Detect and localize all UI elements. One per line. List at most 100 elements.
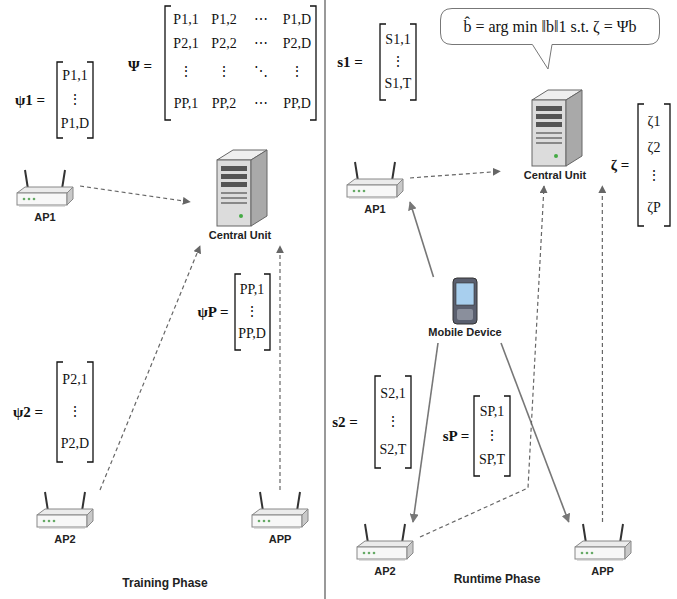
report-arrow bbox=[420, 186, 544, 537]
matrix-entry: S2,1 bbox=[380, 386, 405, 401]
signal-arrow bbox=[413, 343, 438, 522]
node-label: Central Unit bbox=[500, 168, 610, 182]
vector-symbol: ζ = bbox=[611, 157, 630, 174]
matrix-entry: ⋱ bbox=[254, 64, 268, 79]
matrix-entry: PP,1 bbox=[240, 282, 265, 297]
bracket bbox=[474, 396, 510, 476]
matrix-entry: ζ2 bbox=[648, 140, 661, 155]
report-arrow bbox=[279, 246, 280, 490]
access-point-symbol bbox=[347, 162, 403, 198]
signal-arrow bbox=[410, 202, 434, 277]
node-label: APP bbox=[245, 532, 315, 546]
access-point-icon bbox=[35, 490, 95, 532]
vector-symbol: ψP = bbox=[198, 304, 229, 321]
access-point: AP1 bbox=[340, 160, 410, 220]
phase-title: Training Phase bbox=[122, 577, 207, 590]
central-unit-symbol bbox=[217, 150, 267, 226]
phase-title: Runtime Phase bbox=[454, 573, 541, 586]
panel-divider bbox=[324, 0, 325, 599]
matrix-entry: ⋮ bbox=[391, 54, 405, 69]
access-point: APP bbox=[245, 490, 315, 550]
bracket bbox=[235, 274, 270, 350]
matrix-entry: P2,D bbox=[283, 36, 311, 51]
matrix-entry: SP,T bbox=[479, 452, 505, 467]
mobile-device-symbol bbox=[453, 278, 477, 324]
access-point-icon bbox=[573, 522, 633, 564]
access-point-icon bbox=[15, 168, 75, 210]
matrix-entry: PP,D bbox=[283, 96, 311, 111]
matrix-entry: ⋮ bbox=[179, 64, 193, 79]
matrix-entry: S1,1 bbox=[385, 32, 410, 47]
formula-callout: b̂ = arg min ‖b‖1 s.t. ζ = Ψb bbox=[440, 8, 660, 45]
access-point-icon bbox=[250, 490, 310, 532]
central-unit-icon bbox=[520, 88, 590, 168]
matrix-entry: ⋯ bbox=[254, 12, 268, 27]
bracket bbox=[57, 362, 93, 462]
bracket bbox=[638, 104, 670, 226]
central-unit: Central Unit bbox=[190, 148, 290, 246]
matrix-entry: P1,D bbox=[61, 116, 89, 131]
matrix-entry: ζP bbox=[647, 200, 661, 215]
access-point: AP2 bbox=[30, 490, 100, 550]
report-arrow bbox=[80, 186, 190, 202]
matrix-entry: ⋮ bbox=[245, 304, 259, 319]
matrix-entry: P2,2 bbox=[211, 36, 236, 51]
bracket bbox=[375, 376, 411, 468]
mobile-device: Mobile Device bbox=[420, 277, 510, 343]
access-point-symbol bbox=[575, 524, 631, 560]
matrix-entry: ⋮ bbox=[290, 64, 304, 79]
access-point-icon bbox=[345, 160, 405, 202]
access-point: APP bbox=[565, 522, 640, 582]
central-unit-symbol bbox=[532, 90, 582, 166]
matrix-entry: ⋮ bbox=[217, 64, 231, 79]
matrix-entry: PP,1 bbox=[174, 96, 199, 111]
matrix-entry: P2,1 bbox=[173, 36, 198, 51]
report-arrow bbox=[100, 246, 200, 490]
node-label: AP2 bbox=[30, 532, 100, 546]
report-arrow bbox=[602, 186, 603, 522]
matrix-entry: P1,D bbox=[283, 12, 311, 27]
central-unit: Central Unit bbox=[500, 88, 610, 186]
access-point-symbol bbox=[37, 492, 93, 528]
matrix-entry: SP,1 bbox=[480, 404, 505, 419]
vector-symbol: Ψ = bbox=[128, 58, 152, 75]
node-label: APP bbox=[565, 564, 640, 578]
matrix-brackets bbox=[57, 6, 670, 476]
matrix-entry: S2,T bbox=[380, 442, 407, 457]
bracket bbox=[57, 62, 93, 138]
matrix-entry: P2,1 bbox=[62, 372, 87, 387]
access-point-symbol bbox=[17, 170, 73, 206]
access-point: AP1 bbox=[10, 168, 80, 228]
vector-symbol: ψ1 = bbox=[15, 92, 45, 109]
mobile-device-icon bbox=[450, 277, 480, 325]
matrix-entry: ⋮ bbox=[68, 92, 82, 107]
node-label: AP2 bbox=[350, 564, 420, 578]
node-label: Central Unit bbox=[190, 228, 290, 242]
matrix-entry: ζ1 bbox=[648, 114, 661, 129]
access-point-symbol bbox=[357, 524, 413, 560]
matrix-entry: PP,D bbox=[238, 326, 266, 341]
matrix-entry: P1,2 bbox=[211, 12, 236, 27]
matrix-entry: ⋮ bbox=[647, 168, 661, 183]
formula-text: b̂ = arg min ‖b‖1 s.t. ζ = Ψb bbox=[450, 17, 650, 36]
matrix-entry: P1,1 bbox=[62, 68, 87, 83]
vector-symbol: ψ2 = bbox=[13, 404, 43, 421]
matrix-entry: ⋮ bbox=[485, 428, 499, 443]
central-unit-icon bbox=[205, 148, 275, 228]
bracket bbox=[165, 6, 316, 120]
node-label: Mobile Device bbox=[420, 325, 510, 339]
matrix-entry: ⋮ bbox=[386, 414, 400, 429]
node-label: AP1 bbox=[10, 210, 80, 224]
vector-symbol: s2 = bbox=[332, 414, 358, 431]
matrix-entry: ⋯ bbox=[254, 36, 268, 51]
vector-symbol: sP = bbox=[443, 428, 469, 445]
matrix-entry: P2,D bbox=[61, 436, 89, 451]
bracket bbox=[380, 24, 416, 100]
report-arrow bbox=[410, 171, 500, 178]
matrix-entry: ⋮ bbox=[68, 404, 82, 419]
access-point-symbol bbox=[252, 492, 308, 528]
matrix-entry: ⋯ bbox=[254, 96, 268, 111]
matrix-entry: PP,2 bbox=[212, 96, 237, 111]
